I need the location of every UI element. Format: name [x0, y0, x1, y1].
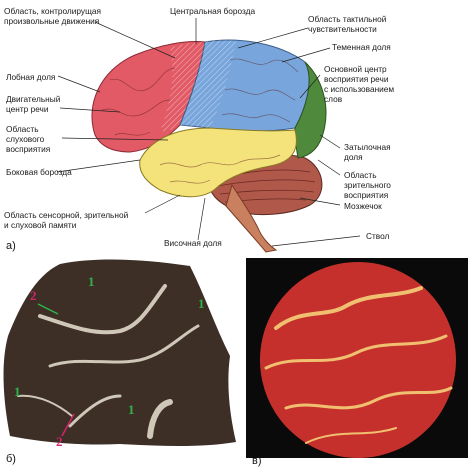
marker-2-lower: 2	[56, 434, 63, 449]
cerebellum-slice-photo: 1 1 1 1 2 2	[0, 256, 240, 469]
label-temporal-lobe: Височная доля	[164, 238, 222, 248]
label-memory-area: Область сенсорной, зрительной и слуховой…	[4, 210, 129, 230]
microscope-photo	[246, 258, 468, 458]
micro-bright-bands	[264, 286, 453, 444]
label-speech-motor: Двигательный центр речи	[6, 94, 61, 114]
label-central-sulcus: Центральная борозда	[170, 6, 256, 16]
label-written-speech: Основной центр восприятия речи с использ…	[324, 64, 395, 104]
slice-tissue	[3, 259, 236, 446]
brain-diagram	[56, 18, 361, 253]
label-brainstem: Ствол	[366, 231, 390, 241]
slice-white-matter	[17, 284, 200, 439]
label-frontal-lobe: Лобная доля	[6, 72, 56, 82]
marker-2-upper: 2	[30, 288, 37, 303]
panel-letter-b: б)	[6, 453, 16, 465]
label-occipital-lobe: Затылочная доля	[344, 142, 391, 162]
label-lateral-sulcus: Боковая борозда	[6, 167, 72, 177]
label-cerebellum: Мозжечок	[344, 201, 382, 211]
motor-cortex-stripes	[160, 42, 205, 132]
label-auditory-area: Область слухового восприятия	[6, 124, 51, 154]
label-parietal-lobe: Теменная доля	[332, 42, 391, 52]
panel-letter-c: в)	[252, 455, 262, 467]
panel-letter-a: а)	[6, 240, 16, 252]
brainstem-region	[225, 183, 278, 253]
microscope-field	[260, 262, 456, 458]
label-visual-area: Область зрительного восприятия	[344, 170, 391, 200]
label-tactile-area: Область тактильной чувствительности	[308, 14, 387, 34]
marker-2-upper-arrow	[37, 303, 59, 315]
marker-1-top: 1	[88, 274, 95, 289]
label-motor-area: Область, контролирущая произвольные движ…	[4, 6, 102, 26]
sensory-cortex-stripes	[180, 40, 236, 128]
temporal-lobe-region	[139, 127, 297, 198]
marker-1-right: 1	[198, 296, 205, 311]
marker-2-lower-arrow	[61, 413, 75, 437]
marker-1-mid: 1	[128, 402, 135, 417]
marker-1-left: 1	[14, 384, 21, 399]
pointer-lines	[56, 18, 361, 247]
gyri-lines	[101, 58, 299, 184]
slice-markers: 1 1 1 1 2 2	[14, 274, 205, 449]
occipital-lobe-region	[294, 61, 327, 159]
